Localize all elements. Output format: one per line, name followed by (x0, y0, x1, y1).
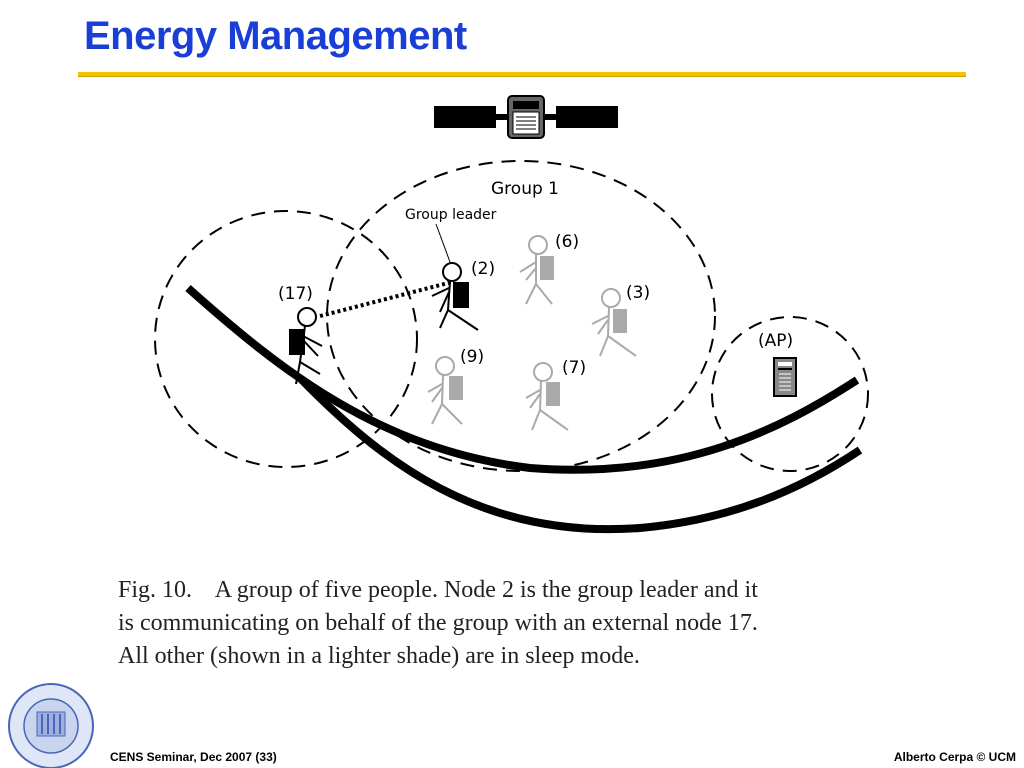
node-3-person (591, 288, 637, 357)
title-underline (78, 72, 966, 76)
group-label: Group 1 (491, 179, 559, 199)
road-lower (297, 375, 863, 534)
title-underline-shadow (78, 76, 966, 77)
leader-pointer-line (435, 223, 451, 263)
node-9-person (427, 356, 463, 425)
node-3-label: (3) (626, 283, 650, 303)
satellite-icon (434, 95, 618, 139)
ap-range-circle (711, 316, 869, 472)
figure-caption: Fig. 10. A group of five people. Node 2 … (118, 574, 918, 673)
node-9-label: (9) (460, 347, 484, 367)
access-point-server-icon (773, 357, 797, 397)
caption-line-1: Fig. 10. A group of five people. Node 2 … (118, 577, 758, 603)
footer-seminar: CENS Seminar, Dec 2007 (33) (110, 750, 277, 764)
caption-line-3: All other (shown in a lighter shade) are… (118, 643, 640, 669)
node-17-label: (17) (278, 284, 313, 304)
node-2-label: (2) (471, 259, 495, 279)
node-6-label: (6) (555, 232, 579, 252)
leader-label: Group leader (405, 207, 497, 223)
group1-range-circle (326, 160, 716, 472)
node-6-person (519, 235, 554, 305)
communication-link (319, 280, 453, 318)
node17-range-circle (154, 210, 418, 468)
road-upper (185, 285, 860, 474)
slide-title: Energy Management (84, 14, 467, 58)
node-17-person (289, 307, 323, 385)
node-2-person (431, 262, 479, 331)
university-seal-logo (8, 683, 94, 768)
node-7-person (525, 362, 569, 431)
ap-label: (AP) (758, 331, 793, 351)
caption-line-2: is communicating on behalf of the group … (118, 610, 758, 636)
footer-author: Alberto Cerpa © UCM (893, 750, 1016, 764)
node-7-label: (7) (562, 358, 586, 378)
